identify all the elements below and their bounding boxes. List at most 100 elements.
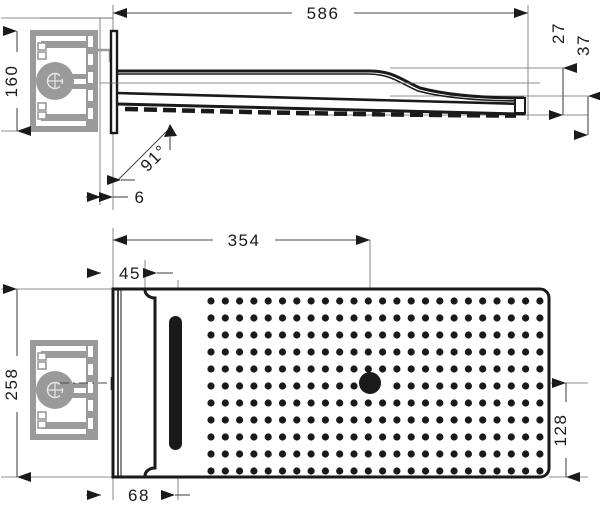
nozzle-dot [479, 314, 487, 322]
nozzle-dot [421, 416, 430, 424]
nozzle-dot [421, 348, 430, 356]
nozzle-dot [264, 416, 272, 424]
nozzle-dot [479, 416, 487, 424]
plan-bottom-view: 354 45 68 258 [1, 228, 588, 505]
dimension-91-degrees: 91° [107, 124, 177, 185]
nozzle-dot [321, 348, 329, 356]
nozzle-dot [393, 382, 401, 390]
nozzle-dot [307, 399, 315, 407]
nozzle-dot [293, 450, 301, 458]
nozzle-dot [221, 382, 229, 390]
nozzle-dot [350, 331, 358, 339]
nozzle-dot [250, 416, 258, 424]
rough-in-body-plan [30, 340, 98, 440]
nozzle-dot [321, 314, 329, 322]
nozzle-dot [278, 467, 287, 475]
nozzle-dot [464, 450, 472, 458]
nozzle-dot [379, 399, 387, 407]
nozzle-dot [507, 450, 515, 458]
nozzle-dot [421, 331, 430, 339]
nozzle-dot [364, 433, 372, 441]
nozzle-dot [350, 382, 358, 390]
nozzle-dot [221, 399, 229, 407]
nozzle-dot [293, 416, 301, 424]
nozzle-dot [436, 314, 444, 322]
dimension-68-label: 68 [128, 486, 150, 505]
nozzle-dot [264, 348, 272, 356]
nozzle-dot [507, 297, 515, 305]
nozzle-dot [278, 365, 287, 373]
shower-arm-profile [100, 69, 540, 116]
dimension-37: 37 [574, 24, 600, 140]
nozzle-dot [450, 331, 458, 339]
nozzle-dot [307, 348, 315, 356]
nozzle-dot [421, 450, 430, 458]
nozzle-dot [364, 348, 372, 356]
nozzle-dot [393, 297, 401, 305]
nozzle-dot [536, 433, 544, 441]
waterfall-slot [169, 316, 182, 450]
nozzle-dot [522, 297, 530, 305]
nozzle-dot [236, 416, 244, 424]
nozzle-dot [379, 297, 387, 305]
nozzle-dot [493, 331, 501, 339]
side-elevation-view: 586 160 27 37 [1, 2, 600, 210]
nozzle-dot [336, 416, 344, 424]
nozzle-dot [493, 314, 501, 322]
dimension-258-label: 258 [2, 368, 21, 401]
nozzle-dot [321, 399, 329, 407]
nozzle-dot [507, 348, 515, 356]
nozzle-dot [350, 399, 358, 407]
nozzle-dot [450, 450, 458, 458]
nozzle-dot [536, 331, 544, 339]
nozzle-dot [464, 314, 472, 322]
nozzle-dot [264, 331, 272, 339]
nozzle-dot [236, 467, 244, 475]
nozzle-dot [421, 314, 430, 322]
nozzle-dot [407, 331, 415, 339]
nozzle-dot [436, 399, 444, 407]
nozzle-dot [264, 297, 272, 305]
nozzle-dot [393, 433, 401, 441]
nozzle-dot [264, 399, 272, 407]
nozzle-dot [336, 331, 344, 339]
nozzle-dot [336, 314, 344, 322]
nozzle-dot [479, 331, 487, 339]
nozzle-dot [436, 467, 444, 475]
nozzle-dot [522, 314, 530, 322]
dimension-160-label: 160 [2, 65, 21, 98]
nozzle-dot [250, 433, 258, 441]
nozzle-dot [493, 433, 501, 441]
nozzle-dot [407, 467, 415, 475]
nozzle-underside-texture [124, 106, 516, 118]
nozzle-dot [522, 348, 530, 356]
nozzle-dot [379, 331, 387, 339]
nozzle-dot [450, 416, 458, 424]
nozzle-dot [321, 416, 329, 424]
nozzle-dot [250, 348, 258, 356]
dimension-37-label: 37 [574, 34, 593, 56]
dimension-128-label: 128 [551, 414, 570, 447]
nozzle-dot [336, 382, 344, 390]
nozzle-dot [379, 314, 387, 322]
nozzle-dot [479, 382, 487, 390]
nozzle-dot [264, 314, 272, 322]
nozzle-dot [536, 365, 544, 373]
nozzle-dot [207, 399, 215, 407]
nozzle-dot [350, 450, 358, 458]
nozzle-dot [321, 467, 329, 475]
nozzle-dot [421, 382, 430, 390]
nozzle-dot [379, 467, 387, 475]
nozzle-dot [307, 382, 315, 390]
nozzle-dot [221, 450, 229, 458]
dimension-354: 354 [113, 229, 370, 251]
nozzle-dot [421, 433, 430, 441]
nozzle-dot [536, 297, 544, 305]
nozzle-dot [336, 297, 344, 305]
nozzle-dot [479, 467, 487, 475]
nozzle-dot [522, 399, 530, 407]
nozzle-dot [321, 433, 329, 441]
dimension-27-label: 27 [549, 22, 568, 44]
nozzle-dot [221, 297, 229, 305]
nozzle-dot [493, 365, 501, 373]
